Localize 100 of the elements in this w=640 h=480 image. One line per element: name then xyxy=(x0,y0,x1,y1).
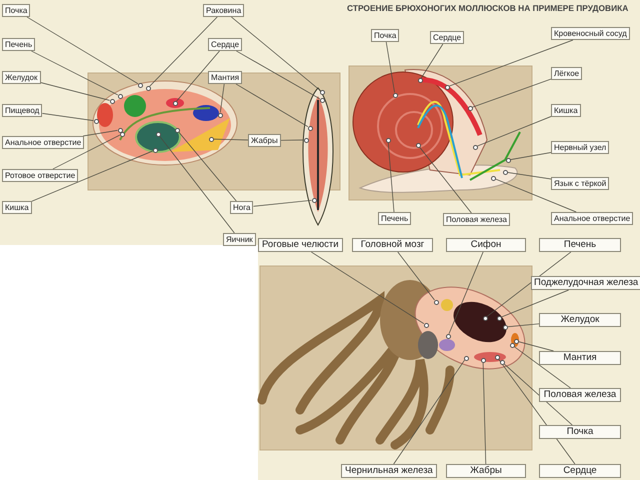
leader-line xyxy=(253,200,312,207)
label-box: Сифон xyxy=(446,238,526,252)
title: СТРОЕНИЕ БРЮХОНОГИХ МОЛЛЮСКОВ НА ПРИМЕРЕ ПРУДОВИКА xyxy=(347,3,628,13)
label-box: Головной мозг xyxy=(352,238,433,252)
leader-line xyxy=(40,82,110,101)
leader-line xyxy=(386,42,395,93)
marker-dot xyxy=(152,148,158,152)
marker-dot xyxy=(500,360,504,364)
marker-dot xyxy=(416,142,420,148)
label-box: Анальное отверстие xyxy=(551,212,634,225)
marker-dot xyxy=(446,334,450,338)
leader-line xyxy=(176,50,220,102)
leader-line xyxy=(448,40,574,86)
marker-dot xyxy=(110,98,114,104)
marker-dot xyxy=(386,138,390,142)
marker-dot xyxy=(308,126,312,130)
marker-dot xyxy=(320,98,324,102)
marker-dot xyxy=(502,170,508,174)
label-box: Лёгкое xyxy=(551,67,582,80)
marker-dot xyxy=(146,86,150,90)
leader-line xyxy=(393,360,465,464)
marker-dot xyxy=(472,144,478,150)
label-box: Чернильная железа xyxy=(341,464,437,478)
marker-dot xyxy=(138,82,142,88)
marker-dot xyxy=(174,128,180,132)
label-box: Жабры xyxy=(446,464,526,478)
leader-line xyxy=(82,130,118,136)
label-box: Половая железа xyxy=(443,213,510,226)
leader-line xyxy=(518,341,554,352)
label-box: Почка xyxy=(539,425,621,439)
label-box: Жабры xyxy=(248,134,281,147)
label-box: Язык с тёркой xyxy=(551,177,610,190)
marker-dot xyxy=(218,112,222,118)
leader-line xyxy=(514,346,571,388)
label-box: Почка xyxy=(371,29,400,42)
marker-dot xyxy=(514,338,518,344)
leader-line xyxy=(486,252,572,317)
leader-line xyxy=(420,44,444,78)
marker-dot xyxy=(506,158,510,162)
leader-line xyxy=(507,323,540,328)
marker-dot xyxy=(434,300,438,304)
label-box: Кровеносный сосуд xyxy=(551,27,630,40)
label-box: Раковина xyxy=(203,4,244,17)
label-box: Роговые челюсти xyxy=(258,238,343,252)
marker-dot xyxy=(172,100,178,106)
label-box: Желудок xyxy=(539,313,621,327)
marker-dot xyxy=(320,90,324,94)
marker-dot xyxy=(208,136,214,142)
label-box: Нога xyxy=(230,201,254,214)
label-box: Сердце xyxy=(208,38,242,51)
leader-line xyxy=(388,142,394,212)
label-box: Анальное отверстие xyxy=(2,136,84,149)
label-box: Ротовое отверстие xyxy=(2,169,78,182)
marker-dot xyxy=(494,354,500,360)
leader-line xyxy=(476,116,552,146)
label-box: Яичник xyxy=(223,233,256,246)
leader-line xyxy=(397,252,435,300)
marker-dot xyxy=(480,358,486,362)
leader-line xyxy=(494,178,577,212)
label-box: Мантия xyxy=(208,71,242,84)
leader-line xyxy=(178,132,237,202)
marker-dot xyxy=(120,132,124,136)
label-box: Половая железа xyxy=(539,388,621,402)
label-box: Кишка xyxy=(2,201,32,214)
label-box: Печень xyxy=(539,238,621,252)
marker-dot xyxy=(304,138,308,142)
label-box: Мантия xyxy=(539,351,621,365)
marker-dot xyxy=(444,84,450,90)
leader-line xyxy=(472,78,552,108)
label-box: Пищевод xyxy=(2,104,42,117)
leader-line xyxy=(231,16,320,91)
label-box: Сердце xyxy=(539,464,621,478)
marker-dot xyxy=(156,132,160,136)
label-box: Кишка xyxy=(551,104,581,117)
leader-line xyxy=(26,16,138,84)
leader-line xyxy=(500,290,570,318)
marker-dot xyxy=(312,198,316,202)
marker-dot xyxy=(418,78,422,82)
leader-line xyxy=(504,363,573,426)
label-box: Поджелудочная железа xyxy=(531,276,640,290)
leader-line xyxy=(280,140,304,141)
leader-line xyxy=(482,362,486,464)
label-box: Желудок xyxy=(2,71,40,84)
label-box: Сердце xyxy=(430,31,464,44)
label-box: Печень xyxy=(378,212,412,225)
marker-dot xyxy=(496,316,502,320)
leader-line xyxy=(31,150,154,202)
leader-line xyxy=(52,134,120,170)
marker-dot xyxy=(94,118,98,124)
leader-line xyxy=(31,50,118,96)
label-box: Нервный узел xyxy=(551,141,610,154)
leader-line xyxy=(149,16,218,87)
leader-line xyxy=(42,113,94,121)
label-box: Печень xyxy=(2,38,36,51)
leader-line xyxy=(510,152,552,160)
marker-dot xyxy=(424,322,428,328)
marker-dot xyxy=(510,342,514,348)
marker-dot xyxy=(468,106,472,110)
marker-dot xyxy=(118,94,122,98)
label-box: Почка xyxy=(2,4,30,17)
